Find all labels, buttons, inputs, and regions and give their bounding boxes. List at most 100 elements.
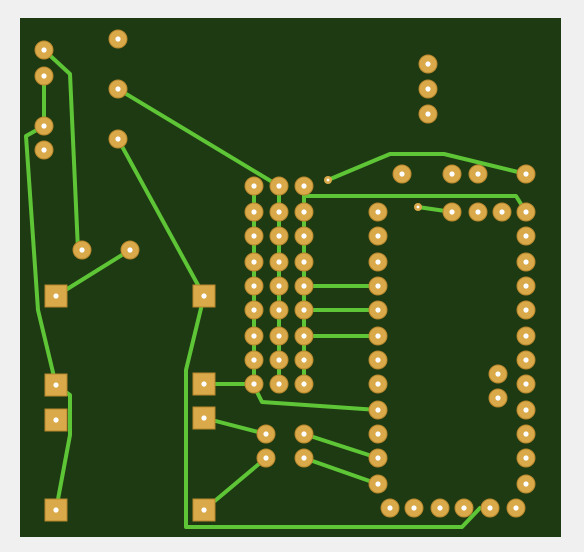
- round-pad-41: [269, 374, 289, 394]
- drill-hole: [475, 209, 481, 215]
- drill-hole: [301, 307, 307, 313]
- drill-hole: [115, 136, 121, 142]
- round-pad-42: [294, 374, 314, 394]
- drill-hole: [251, 259, 257, 265]
- drill-hole: [301, 381, 307, 387]
- round-pad-27: [294, 252, 314, 272]
- drill-hole: [499, 209, 505, 215]
- drill-hole: [276, 357, 282, 363]
- drill-hole: [41, 123, 47, 129]
- drill-hole: [523, 431, 529, 437]
- drill-hole: [487, 505, 493, 511]
- drill-hole: [251, 283, 257, 289]
- drill-hole: [375, 209, 381, 215]
- square-pad-2: [44, 408, 68, 432]
- round-pad-20: [269, 202, 289, 222]
- drill-hole: [53, 507, 59, 513]
- round-pad-61: [516, 276, 536, 296]
- drill-hole: [425, 61, 431, 67]
- round-pad-18: [294, 176, 314, 196]
- drill-hole: [53, 382, 59, 388]
- round-pad-48: [368, 326, 388, 346]
- round-pad-64: [516, 350, 536, 370]
- component-pads: [34, 29, 536, 522]
- drill-hole: [276, 209, 282, 215]
- round-pad-21: [294, 202, 314, 222]
- round-pad-30: [294, 276, 314, 296]
- round-pad-68: [516, 448, 536, 468]
- trace-5: [116, 137, 482, 529]
- round-pad-40: [244, 374, 264, 394]
- square-pad-5: [192, 372, 216, 396]
- drill-hole: [375, 481, 381, 487]
- drill-hole: [513, 505, 519, 511]
- drill-hole: [115, 86, 121, 92]
- round-pad-35: [269, 326, 289, 346]
- drill-hole: [301, 209, 307, 215]
- round-pad-1: [34, 66, 54, 86]
- square-pad-6: [192, 406, 216, 430]
- drill-hole: [41, 73, 47, 79]
- drill-hole: [79, 247, 85, 253]
- round-pad-23: [269, 226, 289, 246]
- round-pad-17: [269, 176, 289, 196]
- square-pad-0: [44, 284, 68, 308]
- drill-hole: [523, 171, 529, 177]
- round-pad-19: [244, 202, 264, 222]
- drill-hole: [263, 455, 269, 461]
- drill-hole: [276, 259, 282, 265]
- drill-hole: [276, 283, 282, 289]
- drill-hole: [53, 417, 59, 423]
- drill-hole: [301, 183, 307, 189]
- drill-hole: [276, 307, 282, 313]
- round-pad-72: [256, 424, 276, 444]
- round-pad-7: [72, 240, 92, 260]
- drill-hole: [523, 357, 529, 363]
- drill-hole: [301, 259, 307, 265]
- drill-hole: [276, 233, 282, 239]
- drill-hole: [251, 357, 257, 363]
- drill-hole: [375, 455, 381, 461]
- round-pad-76: [380, 498, 400, 518]
- drill-hole: [495, 395, 501, 401]
- drill-hole: [523, 481, 529, 487]
- drill-hole: [263, 431, 269, 437]
- trace-4: [116, 87, 281, 188]
- round-pad-56: [468, 202, 488, 222]
- round-pad-70: [488, 364, 508, 384]
- round-pad-46: [368, 276, 388, 296]
- round-pad-77: [404, 498, 424, 518]
- drill-hole: [53, 293, 59, 299]
- round-pad-80: [480, 498, 500, 518]
- drill-hole: [301, 233, 307, 239]
- round-pad-0: [34, 40, 54, 60]
- round-pad-26: [269, 252, 289, 272]
- round-pad-58: [516, 202, 536, 222]
- drill-hole: [276, 381, 282, 387]
- drill-hole: [301, 357, 307, 363]
- drill-hole: [375, 259, 381, 265]
- drill-hole: [301, 333, 307, 339]
- drill-hole: [523, 381, 529, 387]
- square-pad-7: [192, 498, 216, 522]
- round-pad-62: [516, 300, 536, 320]
- drill-hole: [251, 381, 257, 387]
- drill-hole: [523, 209, 529, 215]
- drill-hole: [375, 407, 381, 413]
- square-pad-4: [192, 284, 216, 308]
- round-pad-32: [269, 300, 289, 320]
- drill-hole: [461, 505, 467, 511]
- trace-9: [302, 432, 380, 460]
- round-pad-55: [442, 202, 462, 222]
- drill-hole: [375, 283, 381, 289]
- via-hole: [326, 178, 330, 182]
- round-pad-22: [244, 226, 264, 246]
- round-pad-16: [244, 176, 264, 196]
- drill-hole: [375, 307, 381, 313]
- round-pad-31: [244, 300, 264, 320]
- round-pad-24: [294, 226, 314, 246]
- drill-hole: [375, 381, 381, 387]
- round-pad-9: [418, 54, 438, 74]
- round-pad-57: [492, 202, 512, 222]
